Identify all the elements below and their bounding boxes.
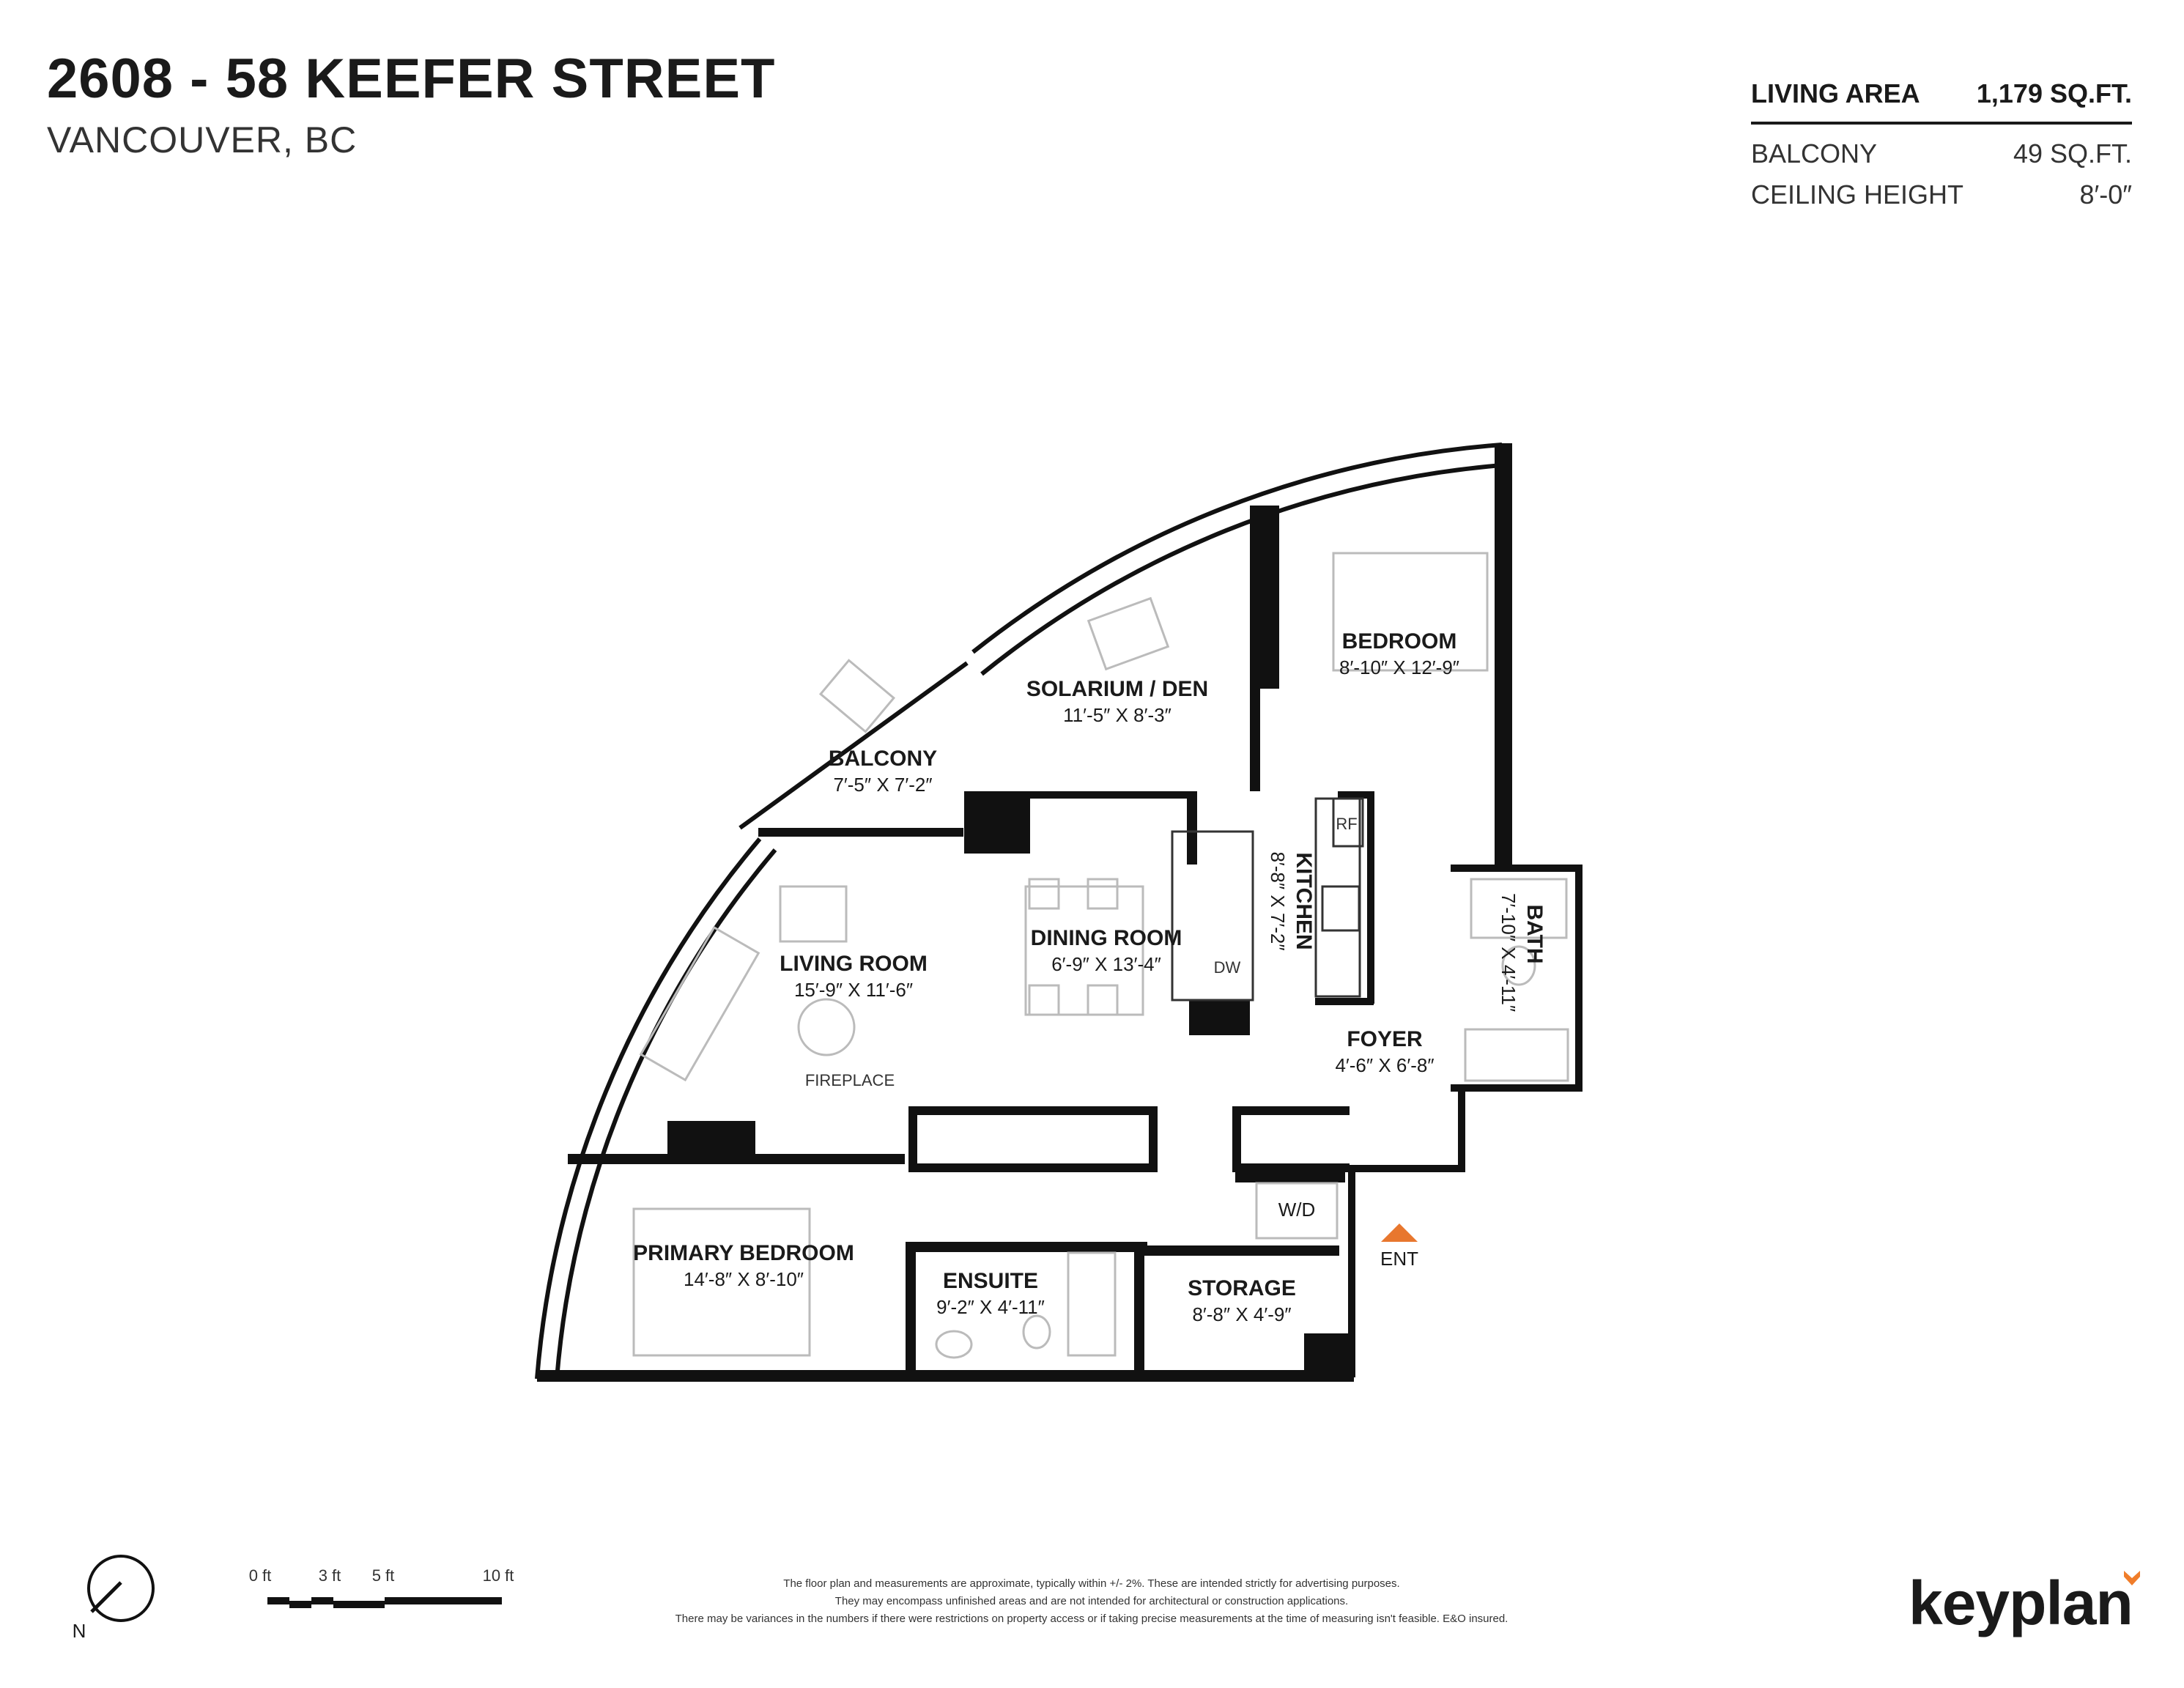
primary-bedroom-dims: 14′-8″ X 8′-10″ (684, 1268, 804, 1290)
property-address-title: 2608 - 58 KEEFER STREET (47, 48, 776, 110)
dining-room-label: DINING ROOM (1031, 926, 1182, 950)
disclaimer: The floor plan and measurements are appr… (571, 1575, 1612, 1628)
foyer-label: FOYER (1347, 1027, 1423, 1051)
curved-exterior-wall (535, 443, 1503, 1380)
ceiling-height-value: 8′-0″ (2079, 179, 2132, 210)
ceiling-height-row: CEILING HEIGHT 8′-0″ (1751, 174, 2132, 215)
compass-north-label: N (73, 1620, 86, 1642)
foyer-dims: 4′-6″ X 6′-8″ (1335, 1054, 1434, 1076)
bath-label: BATH (1522, 904, 1547, 963)
entry-marker-icon (1381, 1224, 1418, 1242)
scale-tick-5: 5 ft (372, 1566, 395, 1585)
fireplace-label: FIREPLACE (805, 1071, 895, 1089)
living-area-value: 1,179 SQ.FT. (1976, 78, 2132, 108)
bath-dims: 7′-10″ X 4′-11″ (1498, 893, 1519, 1012)
balcony-area-row: BALCONY 49 SQ.FT. (1751, 133, 2132, 174)
scale-tick-10: 10 ft (483, 1566, 514, 1585)
ceiling-height-label: CEILING HEIGHT (1751, 179, 1964, 210)
keyplan-logo: keyplan (1909, 1569, 2133, 1637)
kitchen-counters (1171, 797, 1364, 1002)
living-room-label: LIVING ROOM (780, 952, 928, 976)
fridge-label: RF (1336, 815, 1357, 833)
area-summary: LIVING AREA 1,179 SQ.FT. BALCONY 49 SQ.F… (1751, 73, 2132, 215)
kitchen-dims: 8′-8″ X 7′-2″ (1267, 851, 1289, 950)
balcony-area-value: 49 SQ.FT. (2013, 138, 2132, 169)
disclaimer-line-2: They may encompass unfinished areas and … (834, 1595, 1349, 1607)
kitchen-label: KITCHEN (1292, 852, 1316, 949)
property-city: VANCOUVER, BC (47, 119, 358, 160)
balcony-label: BALCONY (829, 747, 937, 771)
room-labels: BEDROOM 8′-10″ X 12′-9″ SOLARIUM / DEN 1… (633, 629, 1547, 1325)
ensuite-dims: 9′-2″ X 4′-11″ (936, 1296, 1045, 1318)
solarium-label: SOLARIUM / DEN (1026, 677, 1208, 701)
storage-label: STORAGE (1188, 1276, 1296, 1300)
keyplan-logo-mark-icon (2124, 1571, 2140, 1585)
bedroom-dims: 8′-10″ X 12′-9″ (1339, 656, 1459, 678)
ensuite-label: ENSUITE (943, 1269, 1038, 1293)
living-room-dims: 15′-9″ X 11′-6″ (794, 979, 913, 1001)
scale-tick-3: 3 ft (319, 1566, 341, 1585)
north-compass-icon: N (73, 1555, 155, 1642)
storage-dims: 8′-8″ X 4′-9″ (1192, 1303, 1291, 1325)
entry-label: ENT (1380, 1248, 1418, 1270)
dishwasher-label: DW (1214, 958, 1241, 977)
balcony-area-label: BALCONY (1751, 138, 1878, 169)
balcony-dims: 7′-5″ X 7′-2″ (833, 774, 932, 796)
living-area-row: LIVING AREA 1,179 SQ.FT. (1751, 73, 2132, 125)
primary-bedroom-label: PRIMARY BEDROOM (633, 1241, 854, 1265)
dining-room-dims: 6′-9″ X 13′-4″ (1051, 953, 1161, 975)
scale-tick-0: 0 ft (249, 1566, 272, 1585)
interior-walls (537, 443, 1583, 1382)
washer-dryer-label: W/D (1278, 1199, 1316, 1221)
solarium-dims: 11′-5″ X 8′-3″ (1063, 704, 1171, 726)
bedroom-label: BEDROOM (1342, 629, 1457, 654)
disclaimer-line-1: The floor plan and measurements are appr… (783, 1577, 1400, 1590)
furniture (632, 552, 1569, 1359)
disclaimer-line-3: There may be variances in the numbers if… (675, 1613, 1509, 1625)
living-area-label: LIVING AREA (1751, 78, 1920, 108)
scale-bar: 0 ft 3 ft 5 ft 10 ft (249, 1566, 514, 1608)
